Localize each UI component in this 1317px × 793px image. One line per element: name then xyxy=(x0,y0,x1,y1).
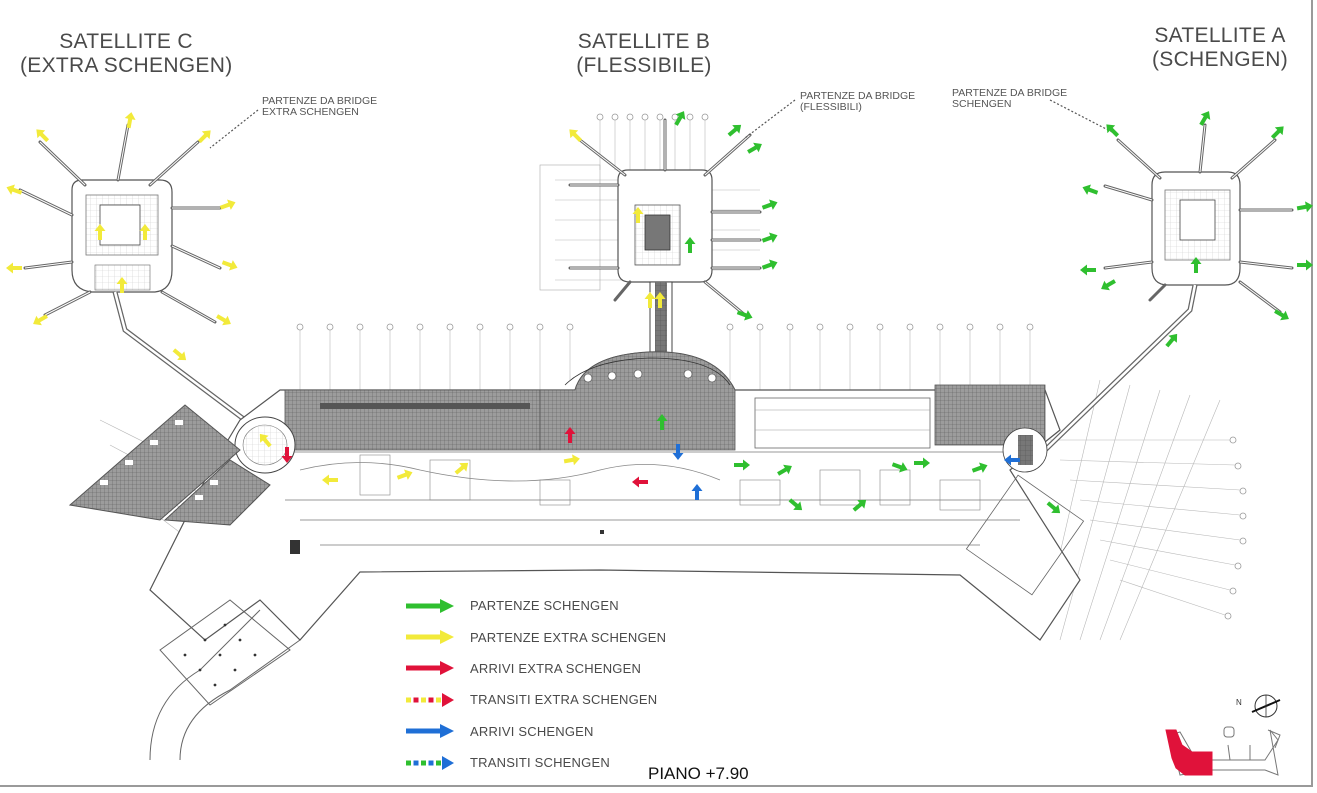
legend-swatch-icon xyxy=(406,661,454,676)
keyplan-map-icon xyxy=(1165,726,1281,776)
note-bridge-extra-schengen: PARTENZE DA BRIDGE EXTRA SCHENGEN xyxy=(262,95,378,118)
flow-arrow-icon xyxy=(1190,257,1202,273)
flow-arrow-icon xyxy=(761,232,778,243)
grid-bubbles xyxy=(296,113,1247,620)
note-leaders xyxy=(209,99,1113,149)
flow-arrow-icon xyxy=(454,462,469,475)
flow-arrow-icon xyxy=(1101,279,1116,291)
satellite-c-name: SATELLITE C xyxy=(59,30,193,53)
legend-item: TRANSITI EXTRA SCHENGEN xyxy=(404,684,666,715)
flow-arrow-icon xyxy=(691,484,703,500)
flow-arrow-icon xyxy=(891,462,908,473)
satellite-c-type: (EXTRA SCHENGEN) xyxy=(20,54,233,77)
flow-arrow-icon xyxy=(563,454,580,466)
flow-arrow-icon xyxy=(632,476,648,488)
flow-arrow-icon xyxy=(6,262,22,274)
flow-arrows xyxy=(6,111,1313,514)
satellite-c-building xyxy=(18,123,247,422)
legend-item: PARTENZE EXTRA SCHENGEN xyxy=(404,621,666,652)
flow-arrow-icon xyxy=(1082,184,1099,195)
flow-arrow-icon xyxy=(396,469,413,480)
satellite-a-title: SATELLITE A (SCHENGEN) xyxy=(1140,24,1300,72)
svg-text:N: N xyxy=(1236,698,1242,707)
legend-swatch-icon xyxy=(406,755,454,770)
flow-arrow-icon xyxy=(322,474,338,486)
legend-item: PARTENZE SCHENGEN xyxy=(404,590,666,621)
flow-arrow-icon xyxy=(33,314,48,326)
flow-arrow-icon xyxy=(727,124,742,137)
flow-arrow-icon xyxy=(139,224,151,240)
flow-arrow-icon xyxy=(971,462,988,473)
flow-arrow-icon xyxy=(914,457,930,469)
flow-arrow-icon xyxy=(569,129,583,143)
legend-item: ARRIVI EXTRA SCHENGEN xyxy=(404,653,666,684)
flow-arrow-icon xyxy=(221,260,238,271)
flow-arrow-icon xyxy=(684,237,696,253)
legend-swatch-icon xyxy=(406,692,454,707)
access-ramp xyxy=(149,599,301,761)
note-bridge-flessibili: PARTENZE DA BRIDGE (FLESSIBILI) xyxy=(800,90,916,113)
satellite-a-type: (SCHENGEN) xyxy=(1151,48,1288,71)
flow-arrow-icon xyxy=(1199,111,1211,126)
legend-swatch-icon xyxy=(406,598,454,613)
legend-item: ARRIVI SCHENGEN xyxy=(404,716,666,747)
flow-arrow-icon xyxy=(564,427,576,443)
flow-arrow-icon xyxy=(1106,124,1120,138)
flow-arrow-icon xyxy=(777,464,792,476)
main-pier xyxy=(149,351,1085,641)
flow-arrow-icon xyxy=(734,459,750,471)
flow-arrow-icon xyxy=(259,433,272,448)
flow-arrow-icon xyxy=(36,129,50,143)
floor-level-label: PIANO +7.90 xyxy=(648,764,749,783)
flow-arrow-icon xyxy=(281,447,293,463)
structural-grid xyxy=(99,120,1241,641)
flow-arrow-icon xyxy=(761,199,778,210)
flow-legend: PARTENZE SCHENGEN PARTENZE EXTRA SCHENGE… xyxy=(404,590,666,778)
flow-arrow-icon xyxy=(116,277,128,293)
satellite-b-name: SATELLITE B xyxy=(577,30,711,53)
flow-arrow-icon xyxy=(654,292,666,308)
flow-arrow-icon xyxy=(788,498,803,511)
flow-arrow-icon xyxy=(94,224,106,240)
flow-arrow-icon xyxy=(1297,259,1313,271)
note-bridge-schengen: PARTENZE DA BRIDGE SCHENGEN xyxy=(952,87,1068,110)
left-apron-block xyxy=(68,404,271,526)
satellite-c-title: SATELLITE C (EXTRA SCHENGEN) xyxy=(20,30,232,78)
flow-arrow-icon xyxy=(674,111,686,126)
satellite-b-title: SATELLITE B (FLESSIBILE) xyxy=(560,30,728,78)
flow-arrow-icon xyxy=(172,348,187,361)
compass-north-icon: N xyxy=(1236,694,1281,718)
flow-arrow-icon xyxy=(1080,264,1096,276)
flow-arrow-icon xyxy=(1004,454,1020,466)
flow-arrow-icon xyxy=(1296,201,1313,213)
satellite-b-type: (FLESSIBILE) xyxy=(576,54,712,77)
flow-arrow-icon xyxy=(1270,126,1284,140)
flow-arrow-icon xyxy=(1274,309,1289,321)
flow-arrow-icon xyxy=(632,207,644,223)
flow-arrow-icon xyxy=(124,112,136,129)
flow-arrow-icon xyxy=(644,292,656,308)
flow-arrow-icon xyxy=(219,199,236,210)
legend-swatch-icon xyxy=(406,724,454,739)
satellite-a-building xyxy=(1038,123,1294,457)
flow-arrow-icon xyxy=(672,444,684,460)
flow-arrow-icon xyxy=(747,142,762,154)
flow-arrow-icon xyxy=(761,259,778,270)
flow-arrow-icon xyxy=(1046,501,1061,514)
legend-swatch-icon xyxy=(406,630,454,645)
flow-arrow-icon xyxy=(216,314,231,326)
flow-arrow-icon xyxy=(656,414,668,430)
legend-item: TRANSITI SCHENGEN xyxy=(404,747,666,778)
flow-arrow-icon xyxy=(736,310,753,321)
flow-arrow-icon xyxy=(1165,333,1178,348)
satellite-a-name: SATELLITE A xyxy=(1154,24,1286,47)
flow-arrow-icon xyxy=(197,130,211,144)
flow-arrow-icon xyxy=(6,184,23,195)
flow-arrow-icon xyxy=(852,499,867,512)
